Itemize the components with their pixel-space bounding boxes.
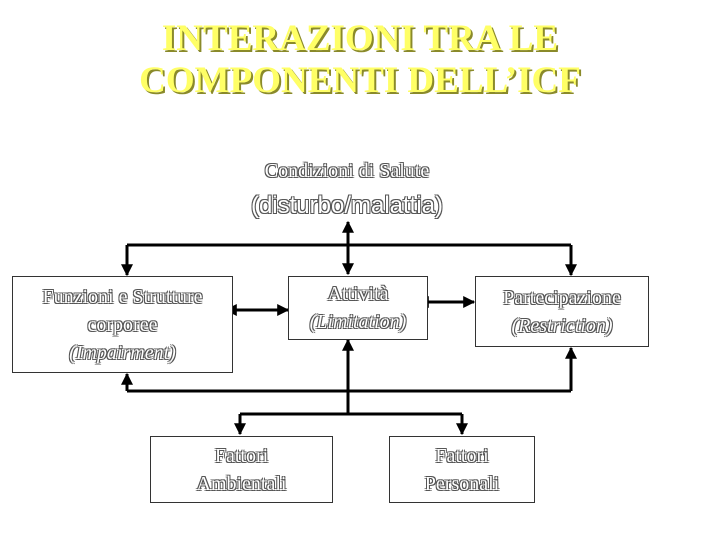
functions-impairment-label: (Impairment): [69, 341, 176, 364]
health-condition-label: Condizioni di Salute: [264, 160, 430, 182]
personal-label: Fattori: [435, 444, 489, 467]
activity-box: Attività (Limitation): [288, 276, 428, 340]
environmental-sublabel: Ambientali: [196, 472, 287, 495]
personal-factors-box: Fattori Personali: [389, 436, 535, 503]
personal-sublabel: Personali: [424, 472, 500, 495]
functions-label: Funzioni e Strutture: [42, 285, 203, 308]
participation-restriction-label: (Restriction): [511, 314, 613, 337]
title-line-1: INTERAZIONI TRA LE: [161, 18, 559, 59]
title-line-2: COMPONENTI DELL’ICF: [139, 60, 581, 101]
functions-sublabel: corporee: [87, 313, 158, 336]
health-condition-sublabel: (disturbo/malattia): [250, 192, 444, 219]
activity-label: Attività: [327, 283, 389, 305]
environmental-factors-box: Fattori Ambientali: [150, 436, 333, 503]
participation-label: Partecipazione: [503, 286, 621, 309]
participation-box: Partecipazione (Restriction): [475, 276, 649, 347]
functions-structures-box: Funzioni e Strutture corporee (Impairmen…: [12, 276, 233, 373]
activity-limitation-label: (Limitation): [309, 311, 407, 333]
page-title: INTERAZIONI TRA LE COMPONENTI DELL’ICF: [0, 18, 720, 102]
environmental-label: Fattori: [214, 444, 269, 467]
